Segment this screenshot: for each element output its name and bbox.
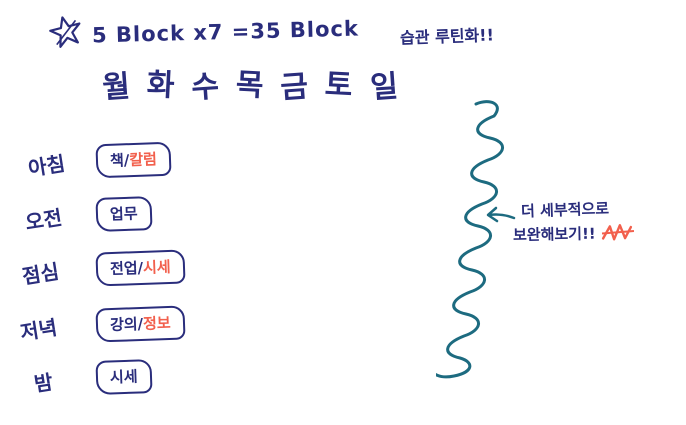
time-block-accent-text: 칼럼 — [128, 150, 158, 170]
time-block-main-text: 시세 — [109, 367, 138, 387]
day-label: 토 — [323, 67, 354, 104]
row-label-forenoon: 오전 — [23, 205, 64, 235]
time-block-accent-text: 정보 — [142, 313, 171, 333]
time-block-main-text: 전업/ — [109, 258, 144, 279]
annotation-line1: 더 세부적으로 — [520, 199, 610, 221]
annotation-line2: 보완해보기!! — [513, 222, 636, 245]
row-label-evening: 저녁 — [18, 315, 59, 345]
day-label: 금 — [279, 69, 310, 106]
star-doodle-icon — [49, 16, 81, 48]
time-block-accent-text: 시세 — [142, 257, 171, 277]
annotation-arrow-icon — [486, 206, 516, 223]
row-label-lunch: 점심 — [20, 259, 61, 289]
time-block-main-text: 업무 — [109, 204, 138, 224]
day-label: 화 — [145, 67, 175, 104]
time-block-box: 책/칼럼 — [95, 141, 172, 179]
time-block-main-text: 강의/ — [109, 314, 144, 335]
day-label: 일 — [368, 69, 399, 106]
day-label: 월 — [101, 69, 132, 106]
row-label-night: 밤 — [32, 369, 55, 397]
scribbled-star-icon — [601, 223, 634, 241]
time-block-box: 전업/시세 — [95, 249, 186, 287]
day-label: 수 — [190, 69, 221, 106]
days-of-week-row: 월 화 수 목 금 토 일 — [101, 60, 399, 106]
time-block-box: 시세 — [95, 359, 153, 395]
time-block-box: 업무 — [95, 196, 153, 232]
day-label: 목 — [234, 67, 265, 104]
time-block-box: 강의/정보 — [95, 305, 186, 343]
habit-note-text: 습관 루틴화!! — [399, 25, 495, 48]
time-block-main-text: 책/ — [109, 151, 130, 170]
annotation-line2-text: 보완해보기!! — [512, 224, 596, 245]
coil-doodle — [436, 100, 504, 379]
row-label-morning: 아침 — [26, 151, 67, 181]
formula-text: 5 Block x7 =35 Block — [91, 16, 360, 48]
